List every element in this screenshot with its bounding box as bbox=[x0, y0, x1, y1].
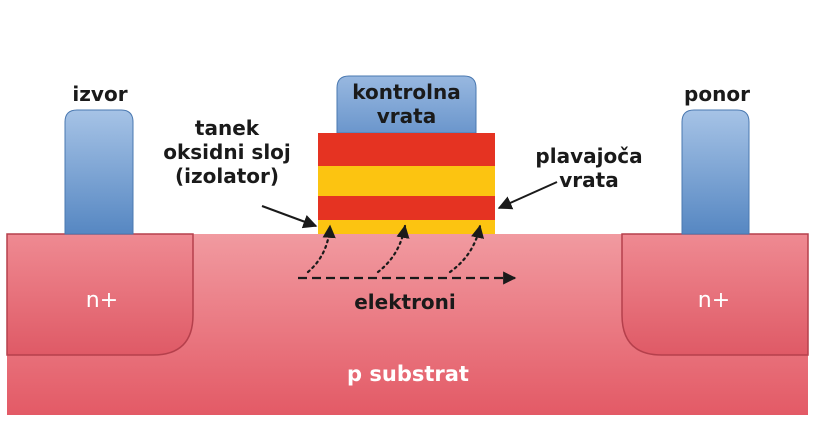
n-plus-region-left bbox=[6, 233, 194, 356]
control-gate-label: kontrolna vrata bbox=[337, 80, 476, 128]
layer-bottom-red bbox=[318, 196, 495, 220]
n-plus-right-label: n+ bbox=[697, 288, 731, 313]
control-gate-label-line2: vrata bbox=[376, 104, 437, 128]
control-gate bbox=[336, 75, 477, 134]
n-plus-region-right bbox=[621, 233, 809, 356]
tunneling-path-1 bbox=[306, 224, 336, 274]
floating-gate-callout-arrow bbox=[497, 181, 558, 210]
source-label: izvor bbox=[72, 82, 128, 106]
oxide-callout-arrow bbox=[261, 205, 318, 229]
substrate-label: p substrat bbox=[347, 362, 469, 386]
oxide-label-line3: (izolator) bbox=[174, 164, 280, 188]
drain-contact bbox=[681, 109, 750, 235]
source-contact bbox=[64, 109, 134, 235]
oxide-label-line2: oksidni sloj bbox=[163, 140, 291, 164]
layer-tunnel-oxide-yellow bbox=[318, 220, 495, 234]
layer-floating-gate-yellow bbox=[318, 166, 495, 196]
oxide-label: tanek oksidni sloj (izolator) bbox=[160, 116, 294, 188]
drain-label: ponor bbox=[684, 82, 750, 106]
control-gate-label-line1: kontrolna bbox=[352, 80, 461, 104]
layer-top-red bbox=[318, 133, 495, 166]
tunneling-path-2 bbox=[376, 224, 410, 274]
floating-gate-label-line2: vrata bbox=[559, 168, 619, 192]
electrons-label: elektroni bbox=[354, 290, 456, 314]
floating-gate-label-line1: plavajoča bbox=[535, 144, 643, 168]
n-plus-left-label: n+ bbox=[85, 288, 119, 313]
floating-gate-label: plavajoča vrata bbox=[533, 144, 645, 192]
oxide-label-line1: tanek bbox=[194, 116, 260, 140]
